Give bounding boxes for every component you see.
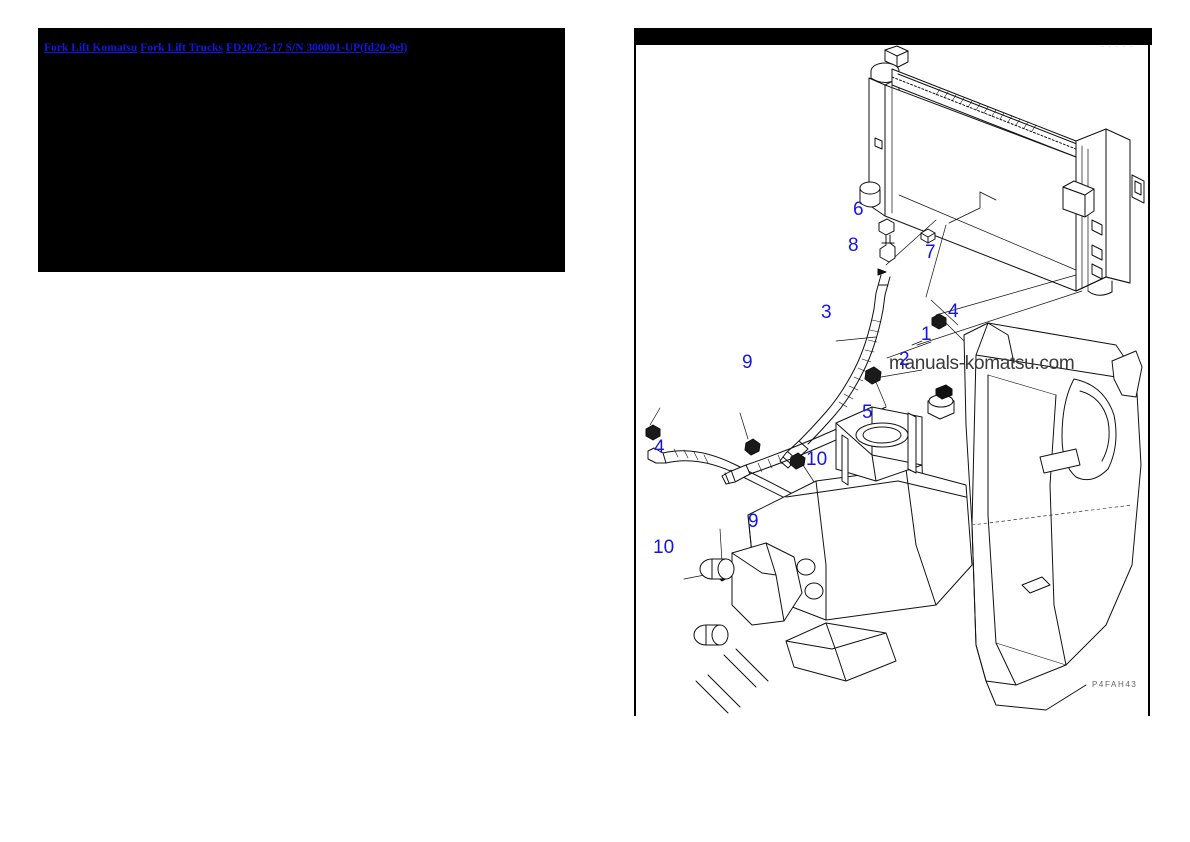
- callout-number-1[interactable]: 1: [921, 324, 932, 345]
- callout-number-7[interactable]: 7: [925, 242, 936, 263]
- diagram-header-dots: · · · · ·: [1102, 46, 1134, 49]
- breadcrumb-link-fork-lift-komatsu[interactable]: Fork Lift Komatsu: [44, 42, 138, 54]
- callout-number-8[interactable]: 8: [848, 235, 859, 256]
- breadcrumb-link-model[interactable]: FD20/25-17 S/N 300001-UP(fd20-9el): [225, 42, 408, 54]
- figure-code-label: P4FAH43: [1092, 680, 1138, 689]
- callout-number-4-lower[interactable]: 4: [654, 437, 665, 458]
- upper-fittings: [873, 218, 936, 311]
- vehicle-frame: [693, 322, 1142, 714]
- callout-number-4-upper[interactable]: 4: [948, 301, 959, 322]
- diagram-panel: · · · · ·: [634, 28, 1152, 716]
- callout-number-3[interactable]: 3: [821, 302, 832, 323]
- callout-number-5[interactable]: 5: [862, 402, 873, 423]
- callout-number-9-lower[interactable]: 9: [748, 511, 759, 532]
- callout-number-10-lower[interactable]: 10: [653, 537, 675, 558]
- radiator-assembly: [859, 45, 1145, 296]
- parts-diagram-illustration: [645, 45, 1145, 714]
- callout-number-2[interactable]: 2: [899, 349, 910, 370]
- right-side-panel: [1111, 350, 1143, 398]
- callout-number-10-upper[interactable]: 10: [806, 449, 828, 470]
- watermark-text: manuals-komatsu.com: [889, 353, 1075, 374]
- callout-number-9-upper[interactable]: 9: [742, 352, 753, 373]
- diagram-top-bar: [636, 28, 1152, 45]
- breadcrumb-link-fork-lift-trucks[interactable]: Fork Lift Trucks: [140, 42, 223, 54]
- callout-number-6[interactable]: 6: [853, 199, 864, 220]
- upper-hose: [779, 308, 884, 469]
